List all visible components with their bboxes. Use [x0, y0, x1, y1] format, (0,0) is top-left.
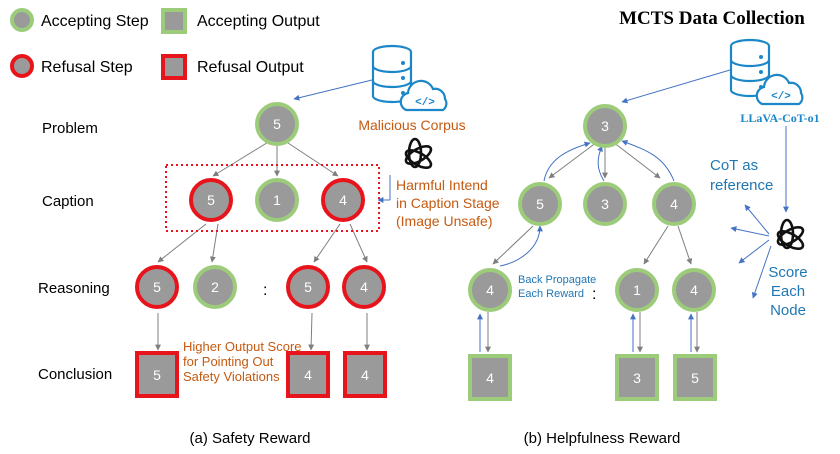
legend: Accepting Step Accepting Output Refusal … [10, 8, 320, 80]
node-conclusion-right-1: 4 [468, 354, 512, 401]
node-caption-2: 1 [255, 178, 299, 222]
node-caption-right-1: 5 [518, 182, 562, 226]
caption-highlight-box [165, 164, 380, 232]
svg-text:4: 4 [486, 370, 494, 386]
safety-reward-caption: (a) Safety Reward [190, 430, 311, 447]
higher-score-line3: Safety Violations [183, 369, 280, 384]
node-reasoning-3: 5 [286, 265, 330, 309]
legend-accepting-output-icon [161, 8, 187, 34]
node-reasoning-4: 4 [342, 265, 386, 309]
safety-reward-tree: </> Malicious Corpus [135, 44, 500, 447]
svg-text:5: 5 [153, 279, 161, 295]
cloud-code-icon: </> [399, 79, 448, 112]
svg-text:4: 4 [361, 367, 369, 383]
row-label-problem: Problem [42, 120, 98, 137]
higher-score-line1: Higher Output Score [183, 339, 302, 354]
svg-text:</>: </> [771, 91, 791, 103]
harmful-intent-line1: Harmful Intend [396, 177, 488, 193]
node-conclusion-3: 4 [343, 351, 387, 398]
svg-text:4: 4 [360, 279, 368, 295]
svg-text:</>: </> [415, 97, 435, 109]
node-reasoning-2: 2 [193, 265, 237, 309]
svg-text:4: 4 [339, 192, 347, 208]
helpfulness-reward-tree: </> LLaVA-CoT-o1 [468, 38, 820, 447]
legend-accepting-output-label: Accepting Output [197, 13, 320, 30]
svg-text:1: 1 [273, 192, 281, 208]
cloud-code-icon-right: </> [755, 73, 804, 106]
legend-accepting-step-icon [10, 8, 34, 32]
svg-text:2: 2 [211, 279, 219, 295]
svg-text:5: 5 [153, 367, 161, 383]
openai-logo-icon-right [776, 218, 805, 251]
svg-text:3: 3 [601, 196, 609, 212]
svg-text:4: 4 [670, 196, 678, 212]
forward-conclusion-edges [485, 312, 700, 353]
helpfulness-reward-caption: (b) Helpfulness Reward [524, 430, 681, 447]
node-conclusion-right-2: 3 [615, 354, 659, 401]
svg-text:3: 3 [601, 118, 609, 134]
corpus-to-problem-arrow-right [621, 69, 731, 104]
legend-accepting-step-label: Accepting Step [41, 13, 149, 30]
openai-logo-icon [404, 137, 433, 170]
svg-text:4: 4 [486, 282, 494, 298]
node-reasoning-right-1: 4 [468, 268, 512, 312]
node-conclusion-right-3: 5 [673, 354, 717, 401]
back-propagation-arrows [477, 140, 694, 352]
score-each-node-line1: Score [768, 264, 807, 281]
cot-reference-line1: CoT as [710, 157, 758, 174]
left-ellipsis: : [263, 282, 267, 299]
svg-text:5: 5 [304, 279, 312, 295]
svg-text:1: 1 [633, 282, 641, 298]
svg-text:5: 5 [691, 370, 699, 386]
right-ellipsis: : [592, 286, 596, 303]
node-caption-1: 5 [189, 178, 233, 222]
node-reasoning-right-3: 4 [672, 268, 716, 312]
back-propagate-line1: Back Propagate [518, 274, 596, 286]
node-caption-right-3: 4 [652, 182, 696, 226]
score-each-node-line2: Each [771, 283, 805, 300]
node-conclusion-2: 4 [286, 351, 330, 398]
node-conclusion-1: 5 [135, 351, 179, 398]
svg-text:5: 5 [536, 196, 544, 212]
score-rays [730, 204, 772, 299]
malicious-corpus-label: Malicious Corpus [358, 117, 465, 133]
svg-text:4: 4 [304, 367, 312, 383]
node-reasoning-1: 5 [135, 265, 179, 309]
node-caption-right-2: 3 [583, 182, 627, 226]
higher-score-line2: for Pointing Out [183, 354, 274, 369]
svg-text:5: 5 [207, 192, 215, 208]
legend-refusal-output-label: Refusal Output [197, 59, 304, 76]
legend-refusal-output-icon [161, 54, 187, 80]
harmful-intent-line3: (Image Unsafe) [396, 213, 492, 229]
back-propagate-line2: Each Reward [518, 288, 584, 300]
llava-cot-label: LLaVA-CoT-o1 [740, 111, 819, 125]
legend-refusal-step-label: Refusal Step [41, 59, 133, 76]
safety-tree-edges [155, 140, 370, 351]
legend-refusal-step-icon [10, 54, 34, 78]
helpfulness-tree-edges [492, 141, 693, 265]
corpus-to-problem-arrow [293, 79, 373, 101]
node-problem: 5 [255, 102, 299, 146]
score-each-node-line3: Node [770, 302, 806, 319]
row-label-conclusion: Conclusion [38, 366, 112, 383]
row-label-reasoning: Reasoning [38, 280, 110, 297]
svg-text:5: 5 [273, 116, 281, 132]
row-label-caption: Caption [42, 193, 94, 210]
cot-reference-line2: reference [710, 177, 773, 194]
harmful-intent-line2: in Caption Stage [396, 195, 500, 211]
svg-text:4: 4 [690, 282, 698, 298]
node-reasoning-right-2: 1 [615, 268, 659, 312]
svg-text:3: 3 [633, 370, 641, 386]
diagram-title: MCTS Data Collection [619, 8, 805, 29]
node-caption-3: 4 [321, 178, 365, 222]
node-problem-right: 3 [583, 104, 627, 148]
